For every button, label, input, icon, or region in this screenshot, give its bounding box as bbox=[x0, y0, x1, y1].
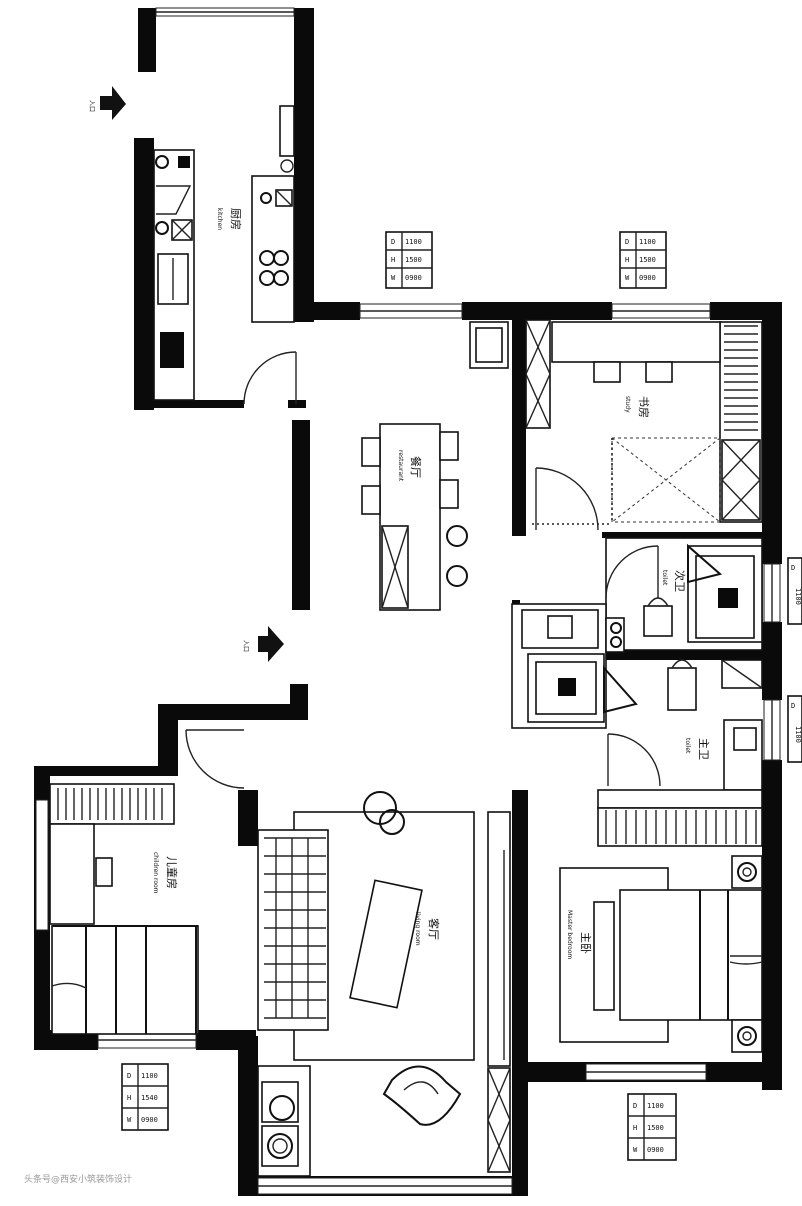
room-label-living-cn: 客厅 bbox=[427, 918, 441, 940]
room-label-kitchen-cn: 厨房 bbox=[229, 208, 242, 230]
tag-row-label: H bbox=[633, 1124, 637, 1132]
tag-row-value: 1500 bbox=[405, 256, 422, 264]
arrow-right-icon bbox=[258, 626, 284, 662]
tag-row-label: D bbox=[791, 564, 795, 572]
tag-row-value: 0900 bbox=[405, 274, 422, 282]
tag-row-value: 1100 bbox=[794, 588, 802, 605]
tag-row-value: 1100 bbox=[794, 726, 802, 743]
children-room-fixtures bbox=[49, 729, 245, 1035]
tag-row-label: D bbox=[127, 1072, 131, 1080]
dining-fixtures bbox=[361, 321, 509, 611]
tag-row-label: W bbox=[633, 1146, 638, 1154]
room-label-children-en: children room bbox=[152, 852, 159, 894]
tag-row-label: W bbox=[391, 274, 396, 282]
tag-row-value: 1100 bbox=[639, 238, 656, 246]
window-tag: D 1100 bbox=[787, 695, 802, 763]
room-label-master-bath-en: toilet bbox=[684, 738, 691, 754]
window-tag: D H W 1100 1500 0900 bbox=[385, 231, 433, 289]
room-label-study-en: study bbox=[624, 396, 631, 413]
room-label-dining-en: restaurant bbox=[397, 450, 404, 482]
room-label-second-bath-en: toilet bbox=[661, 570, 668, 586]
room-label-living-en: living room bbox=[414, 912, 421, 946]
tag-row-value: 1100 bbox=[141, 1072, 158, 1080]
room-label-study-cn: 书房 bbox=[637, 396, 650, 418]
tag-row-value: 1100 bbox=[405, 238, 422, 246]
bath-fixtures bbox=[511, 537, 763, 847]
kitchen-fixtures bbox=[153, 105, 297, 405]
tag-row-value: 1540 bbox=[141, 1094, 158, 1102]
entrance-label: 入口 bbox=[242, 640, 249, 652]
tag-row-label: D bbox=[633, 1102, 637, 1110]
tag-row-value: 0900 bbox=[647, 1146, 664, 1154]
window-tag: D H W 1100 1540 0900 bbox=[121, 1063, 169, 1131]
entrance-north: 入口 bbox=[88, 86, 126, 120]
tag-row-label: D bbox=[791, 702, 795, 710]
tag-row-label: W bbox=[127, 1116, 132, 1124]
tag-row-value: 1500 bbox=[647, 1124, 664, 1132]
room-label-master-bedroom-en: Master bedroom bbox=[566, 910, 573, 959]
tag-row-label: D bbox=[625, 238, 629, 246]
room-label-second-bath-cn: 次卫 bbox=[673, 570, 687, 592]
room-label-master-bedroom-cn: 主卧 bbox=[579, 932, 592, 954]
room-label-master-bath-cn: 主卫 bbox=[697, 738, 710, 760]
window-tag: D H W 1100 1500 0900 bbox=[619, 231, 667, 289]
room-labels: 厨房 kitchen 餐厅 restaurant 书房 study 次卫 toi… bbox=[152, 208, 710, 959]
entrance-middle: 入口 bbox=[242, 626, 284, 662]
tag-row-label: H bbox=[625, 256, 629, 264]
study-fixtures bbox=[525, 319, 763, 531]
arrow-right-icon bbox=[100, 86, 126, 120]
watermark: 头条号@西安小筑装饰设计 bbox=[24, 1173, 132, 1185]
windows bbox=[35, 7, 781, 1195]
tag-row-value: 0900 bbox=[141, 1116, 158, 1124]
master-bedroom-fixtures bbox=[559, 855, 763, 1053]
living-room-fixtures bbox=[257, 791, 511, 1177]
room-label-kitchen-en: kitchen bbox=[216, 208, 223, 230]
window-tag: D H W 1100 1500 0900 bbox=[627, 1093, 677, 1161]
tag-row-label: W bbox=[625, 274, 630, 282]
tag-row-label: D bbox=[391, 238, 395, 246]
tag-row-label: H bbox=[391, 256, 395, 264]
tag-row-value: 1100 bbox=[647, 1102, 664, 1110]
entrance-label: 入口 bbox=[88, 100, 95, 112]
tag-row-label: H bbox=[127, 1094, 131, 1102]
room-label-children-cn: 儿童房 bbox=[165, 856, 179, 889]
tag-row-value: 1500 bbox=[639, 256, 656, 264]
room-label-dining-cn: 餐厅 bbox=[409, 456, 423, 478]
tag-row-value: 0900 bbox=[639, 274, 656, 282]
window-tag: D 1100 bbox=[787, 557, 802, 625]
